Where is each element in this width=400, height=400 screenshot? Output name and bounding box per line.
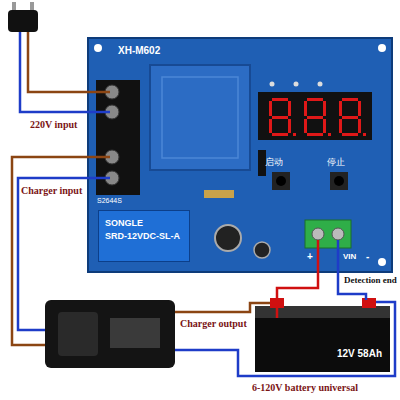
- node-text: SONGLE: [105, 217, 183, 230]
- button-label: 停止: [327, 156, 345, 169]
- battery-caption: 6-120V battery universal: [252, 382, 358, 393]
- wire-connector: [277, 272, 318, 318]
- input-label: 220V input: [30, 119, 77, 130]
- relay-box: SONGLESRD-12VDC-SL-A: [98, 210, 190, 262]
- node-text: XH-M602: [118, 45, 160, 56]
- board-code: S2644S: [97, 197, 122, 204]
- input-label: Charger input: [21, 185, 82, 196]
- circuit-board: XH-M602SONGLESRD-12VDC-SL-A: [88, 38, 392, 272]
- charger: [45, 300, 175, 368]
- circuit-board: [88, 38, 392, 272]
- battery-box: 12V 58Ah: [255, 318, 390, 372]
- mains-plug: [8, 2, 38, 32]
- output-label: Charger output: [180, 318, 247, 329]
- pin-label: +: [307, 251, 313, 262]
- detection-label: Detection end: [344, 275, 397, 285]
- pin-label: -: [366, 251, 369, 262]
- button-label: 启动: [265, 156, 283, 169]
- wires: [12, 32, 395, 376]
- pin-label: VIN: [343, 252, 356, 261]
- node-text: 12V 58Ah: [255, 348, 382, 359]
- battery-lid: [255, 298, 390, 318]
- node-text: SRD-12VDC-SL-A: [105, 230, 183, 243]
